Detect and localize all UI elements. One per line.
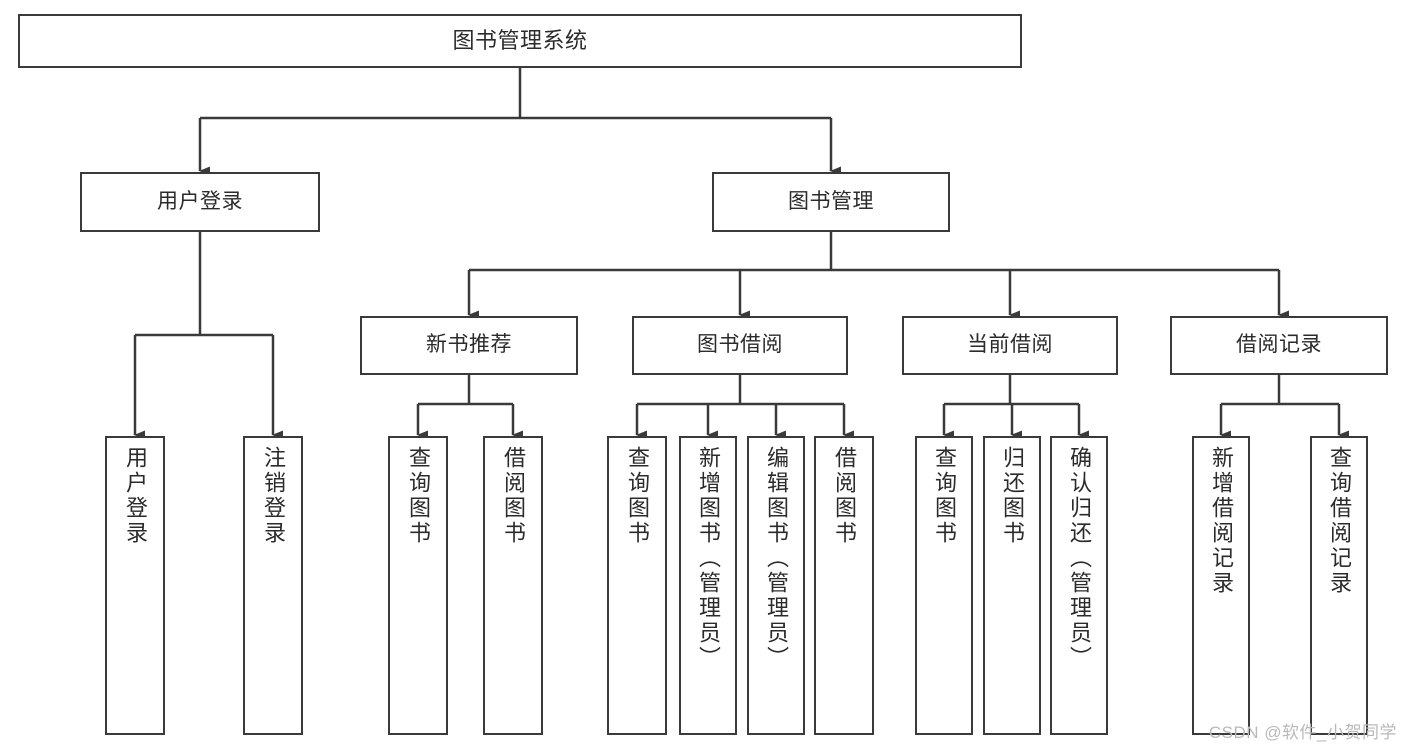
- node-leaf-user-logout[interactable]: 注销登录: [243, 436, 303, 735]
- node-label: 图书管理: [788, 189, 874, 213]
- node-leaf-query-book-3[interactable]: 查询图书: [915, 436, 973, 735]
- node-leaf-borrow-book-2[interactable]: 借阅图书: [814, 436, 874, 735]
- node-leaf-query-book-2[interactable]: 查询图书: [607, 436, 667, 735]
- node-leaf-borrow-book-1[interactable]: 借阅图书: [483, 436, 543, 735]
- node-label: 查询借阅记录: [1327, 446, 1352, 596]
- node-label: 图书管理系统: [452, 28, 588, 54]
- node-label: 用户登录: [157, 189, 243, 213]
- tree-connectors: [133, 68, 1349, 440]
- node-label: 注销登录: [261, 446, 286, 546]
- node-label: 查询图书: [625, 446, 650, 546]
- node-leaf-edit-book[interactable]: 编辑图书（管理员）: [747, 436, 805, 735]
- node-leaf-add-record[interactable]: 新增借阅记录: [1192, 436, 1250, 735]
- node-label: 归还图书: [1000, 446, 1025, 546]
- node-leaf-query-book-1[interactable]: 查询图书: [388, 436, 448, 735]
- node-label: 新增借阅记录: [1209, 446, 1234, 596]
- node-l1-book-manage[interactable]: 图书管理: [712, 172, 950, 232]
- node-l2-book-borrow[interactable]: 图书借阅: [632, 316, 848, 375]
- node-leaf-confirm-return[interactable]: 确认归还（管理员）: [1050, 436, 1108, 735]
- node-leaf-return-book[interactable]: 归还图书: [983, 436, 1041, 735]
- node-l1-user-login[interactable]: 用户登录: [80, 172, 320, 232]
- node-l2-current-borrow[interactable]: 当前借阅: [902, 316, 1118, 375]
- node-label: 当前借阅: [967, 333, 1053, 357]
- watermark-text: CSDN @软件_小贺同学: [1208, 723, 1397, 742]
- node-label: 借阅图书: [832, 446, 857, 546]
- node-label: 借阅图书: [501, 446, 526, 546]
- node-label: 用户登录: [123, 446, 148, 546]
- node-label: 新增图书（管理员）: [696, 446, 721, 671]
- node-l2-borrow-record[interactable]: 借阅记录: [1170, 316, 1388, 375]
- node-leaf-query-record[interactable]: 查询借阅记录: [1310, 436, 1368, 735]
- node-label: 查询图书: [406, 446, 431, 546]
- node-leaf-add-book[interactable]: 新增图书（管理员）: [679, 436, 737, 735]
- node-label: 图书借阅: [697, 333, 783, 357]
- node-leaf-user-login[interactable]: 用户登录: [105, 436, 165, 735]
- node-label: 查询图书: [932, 446, 957, 546]
- node-label: 编辑图书（管理员）: [764, 446, 789, 671]
- node-label: 新书推荐: [426, 333, 512, 357]
- node-label: 确认归还（管理员）: [1067, 446, 1092, 671]
- node-label: 借阅记录: [1236, 333, 1322, 357]
- node-root[interactable]: 图书管理系统: [18, 14, 1022, 68]
- node-l2-new-book-rec[interactable]: 新书推荐: [360, 316, 578, 375]
